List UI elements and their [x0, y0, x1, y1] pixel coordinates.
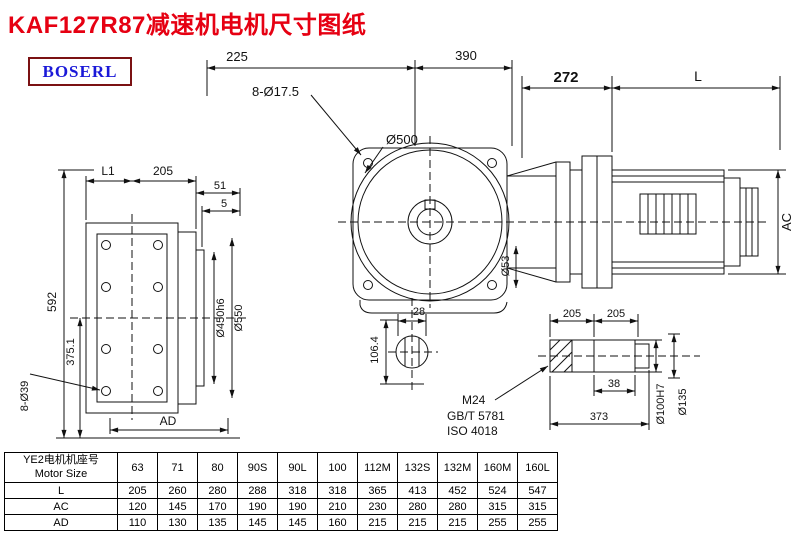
dim-205a-label: 205 [563, 308, 581, 320]
cell-AC-132M: 280 [437, 498, 478, 515]
dim-375-label: 375.1 [65, 338, 77, 366]
col-header-160L: 160L [517, 452, 558, 483]
dim-38-label: 38 [608, 378, 620, 390]
cell-AD-112M: 215 [357, 514, 398, 531]
cell-AC-160M: 315 [477, 498, 518, 515]
table-row-AC: AC 120 145 170 190 190 210 230 280 280 3… [4, 498, 558, 515]
dim-205b-label: 205 [607, 308, 625, 320]
dia-550-label: Ø550 [233, 305, 245, 332]
cell-L-132S: 413 [397, 482, 438, 499]
motor-side-view [506, 155, 759, 289]
col-header-132M: 132M [437, 452, 478, 483]
output-flange-view [70, 214, 248, 420]
dia-53-label: Ø53 [500, 256, 512, 277]
dim-5-label: 5 [221, 198, 227, 210]
col-header-112M: 112M [357, 452, 398, 483]
dim-205-label: 205 [153, 164, 173, 178]
dim-51-label: 51 [214, 180, 226, 192]
cell-AD-71: 130 [157, 514, 198, 531]
std-iso-label: ISO 4018 [447, 424, 498, 438]
col-header-80: 80 [197, 452, 238, 483]
cell-AD-132M: 215 [437, 514, 478, 531]
dim-AC-label: AC [779, 213, 794, 231]
col-header-160M: 160M [477, 452, 518, 483]
dim-L-label: L [694, 68, 702, 84]
cell-L-90L: 318 [277, 482, 318, 499]
cell-AD-160L: 255 [517, 514, 558, 531]
motor-dimension-table: YE2电机机座号 Motor Size 63 71 80 90S 90L 100… [4, 452, 558, 531]
cell-L-160M: 524 [477, 482, 518, 499]
motor-size-header: YE2电机机座号 Motor Size [4, 452, 118, 483]
dia-100-label: Ø100H7 [655, 384, 667, 425]
col-header-71: 71 [157, 452, 198, 483]
col-header-63: 63 [117, 452, 158, 483]
col-header-100: 100 [317, 452, 358, 483]
col-header-90L: 90L [277, 452, 318, 483]
dia-135-label: Ø135 [677, 389, 689, 416]
cell-AD-63: 110 [117, 514, 158, 531]
flange-holes-label: 8-Ø17.5 [252, 84, 299, 99]
dim-225-label: 225 [226, 49, 248, 64]
dia-500-label: Ø500 [386, 132, 418, 147]
cell-L-112M: 365 [357, 482, 398, 499]
dim-L1-label: L1 [101, 164, 115, 178]
cell-AC-90S: 190 [237, 498, 278, 515]
cell-L-160L: 547 [517, 482, 558, 499]
front-view-dimensions [206, 60, 786, 288]
output-holes-label: 8-Ø39 [19, 381, 31, 412]
cell-AC-112M: 230 [357, 498, 398, 515]
table-row-AD: AD 110 130 135 145 145 160 215 215 215 2… [4, 514, 558, 531]
cell-AD-90S: 145 [237, 514, 278, 531]
cell-L-63: 205 [117, 482, 158, 499]
cell-AC-100: 210 [317, 498, 358, 515]
cell-AD-90L: 145 [277, 514, 318, 531]
cell-L-100: 318 [317, 482, 358, 499]
dimension-labels: 225 390 8-Ø17.5 Ø500 272 L AC Ø53 L1 205… [19, 48, 794, 438]
table-row-L: L 205 260 280 288 318 318 365 413 452 52… [4, 482, 558, 499]
row-label-L: L [4, 482, 118, 499]
dim-592-label: 592 [45, 292, 59, 312]
technical-drawing: 225 390 8-Ø17.5 Ø500 272 L AC Ø53 L1 205… [19, 48, 794, 439]
boserl-logo: BOSERL [28, 57, 132, 86]
cell-AD-100: 160 [317, 514, 358, 531]
cell-AD-132S: 215 [397, 514, 438, 531]
shaft-detail-view [494, 314, 700, 430]
cell-AC-63: 120 [117, 498, 158, 515]
std-gb-label: GB/T 5781 [447, 409, 505, 423]
motor-size-header-en: Motor Size [34, 467, 88, 480]
shaft-section-view [380, 298, 438, 394]
cell-AC-71: 145 [157, 498, 198, 515]
cell-AC-90L: 190 [277, 498, 318, 515]
motor-size-header-cn: YE2电机机座号 [23, 453, 99, 466]
dim-390-label: 390 [455, 48, 477, 63]
front-view [338, 136, 770, 314]
cell-AC-160L: 315 [517, 498, 558, 515]
col-header-90S: 90S [237, 452, 278, 483]
dim-28-label: 28 [413, 306, 425, 318]
page-title: KAF127R87减速机电机尺寸图纸 [8, 12, 367, 39]
cell-L-132M: 452 [437, 482, 478, 499]
cell-AD-160M: 255 [477, 514, 518, 531]
col-header-132S: 132S [397, 452, 438, 483]
cell-L-90S: 288 [237, 482, 278, 499]
row-label-AC: AC [4, 498, 118, 515]
row-label-AD: AD [4, 514, 118, 531]
cell-L-80: 280 [197, 482, 238, 499]
dim-272-label: 272 [553, 69, 578, 86]
cell-AC-80: 170 [197, 498, 238, 515]
cell-AD-80: 135 [197, 514, 238, 531]
dim-AD-label: AD [160, 414, 177, 428]
dim-373-label: 373 [590, 411, 608, 423]
table-header-row: YE2电机机座号 Motor Size 63 71 80 90S 90L 100… [4, 452, 558, 483]
cell-L-71: 260 [157, 482, 198, 499]
cell-AC-132S: 280 [397, 498, 438, 515]
output-flange-dimensions [29, 169, 241, 439]
dia-450-label: Ø450h6 [215, 298, 227, 337]
dim-106-label: 106.4 [369, 336, 381, 364]
boserl-logo-text: BOSERL [42, 61, 118, 81]
thread-M24-label: M24 [462, 393, 486, 407]
